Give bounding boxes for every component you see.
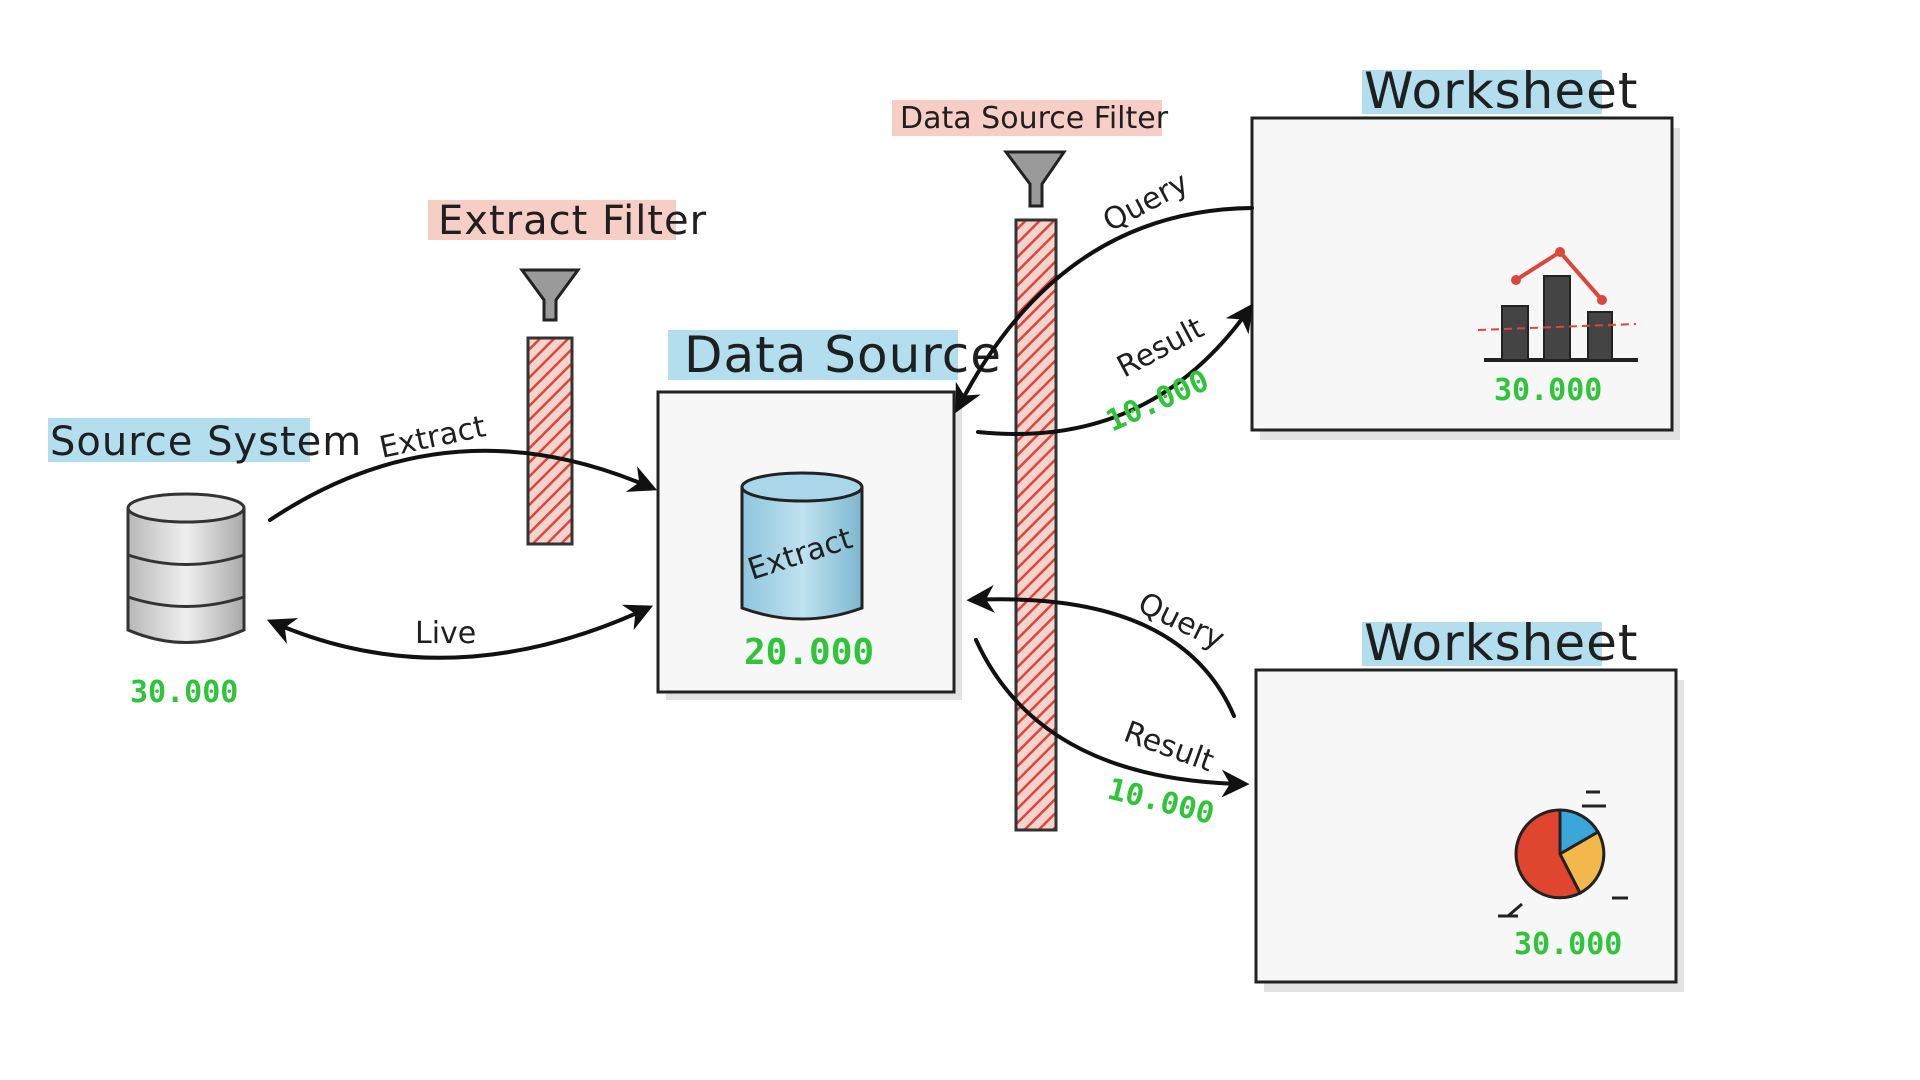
live-connection-label: Live — [415, 616, 476, 651]
worksheet-bottom-count: 30.000 — [1514, 927, 1622, 962]
worksheet-top-connections: Query Result 10.000 — [955, 165, 1254, 439]
funnel-icon — [1003, 150, 1067, 208]
worksheet-bottom-box — [1254, 668, 1678, 984]
extract-filter-barrier — [526, 336, 574, 546]
worksheet-top-highlight — [1362, 70, 1602, 114]
data-source-filter: Data Source Filter — [892, 100, 1169, 832]
extract-filter: Extract Filter — [428, 198, 707, 546]
extract-arrow — [268, 448, 658, 522]
top-result-arrow — [976, 303, 1254, 437]
top-query-arrow — [955, 206, 1254, 413]
source-system: Source System 30.000 — [48, 418, 362, 710]
bar-line-chart-icon — [1477, 247, 1638, 362]
data-source-highlight — [668, 330, 958, 380]
data-source-filter-title: Data Source Filter — [900, 101, 1169, 136]
worksheet-bottom: Worksheet 30.000 — [1254, 614, 1684, 992]
data-source: Data Source Extract 20.000 — [656, 326, 1002, 700]
worksheet-top-box — [1250, 116, 1674, 432]
source-system-count: 30.000 — [130, 675, 238, 710]
bottom-query-arrow — [966, 584, 1236, 718]
source-system-highlight — [48, 418, 310, 462]
database-icon — [126, 492, 246, 644]
bottom-result-arrow — [974, 638, 1250, 798]
funnel-icon — [519, 268, 581, 322]
top-result-count: 10.000 — [1101, 363, 1214, 439]
extract-filter-title: Extract Filter — [438, 198, 707, 244]
worksheet-bottom-connections: Query Result 10.000 — [966, 584, 1250, 832]
worksheet-top-title: Worksheet — [1364, 62, 1638, 120]
pie-chart-icon — [1498, 790, 1628, 918]
worksheet-bottom-highlight — [1362, 622, 1602, 666]
extract-cylinder-icon — [740, 471, 864, 621]
worksheet-top: Worksheet 30.000 — [1250, 62, 1680, 440]
data-source-filter-barrier — [1014, 218, 1058, 832]
worksheet-top-count: 30.000 — [1494, 373, 1602, 408]
source-system-title: Source System — [50, 419, 362, 465]
extract-filter-highlight — [428, 200, 676, 240]
worksheet-bottom-title: Worksheet — [1364, 614, 1638, 672]
extract-connection-label: Extract — [376, 409, 489, 466]
data-source-count: 20.000 — [744, 632, 874, 673]
live-arrow — [266, 604, 654, 660]
data-source-filter-highlight — [892, 100, 1162, 136]
data-source-title: Data Source — [684, 326, 1002, 384]
